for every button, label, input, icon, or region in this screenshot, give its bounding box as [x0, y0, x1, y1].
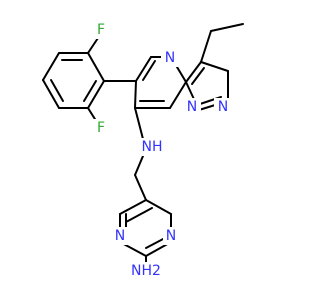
nh2-label: NH2 — [131, 263, 161, 279]
atom-labels: F F N N N NH N N — [91, 21, 232, 280]
nh-label: NH — [142, 139, 163, 155]
n-amino-right-label: N — [166, 228, 176, 244]
molecule-canvas: F F N N N NH N N — [42, 21, 244, 280]
difluorophenyl-ring — [42, 37, 105, 125]
amino-nh2: NH2 — [129, 262, 165, 280]
n-bridge-label: N — [187, 99, 197, 115]
amine-nh: NH — [136, 138, 166, 156]
f1-label: F — [97, 22, 105, 38]
n-amino-left-label: N — [115, 228, 125, 244]
nitrogen-atom: N — [161, 49, 179, 67]
nitrogen-atom: N — [214, 98, 232, 116]
nitrogen-atom: N — [183, 98, 201, 116]
nitrogen-atom: N — [112, 227, 128, 245]
f2-label: F — [97, 120, 105, 136]
fluorine-atom: F — [91, 119, 109, 137]
n-pyrazole-label: N — [218, 99, 228, 115]
fluorine-atom: F — [91, 21, 109, 39]
molecule-structure: F F N N N NH N N — [42, 21, 244, 280]
n-pyrimidine-top-label: N — [165, 50, 175, 66]
nitrogen-atom: N — [163, 227, 179, 245]
